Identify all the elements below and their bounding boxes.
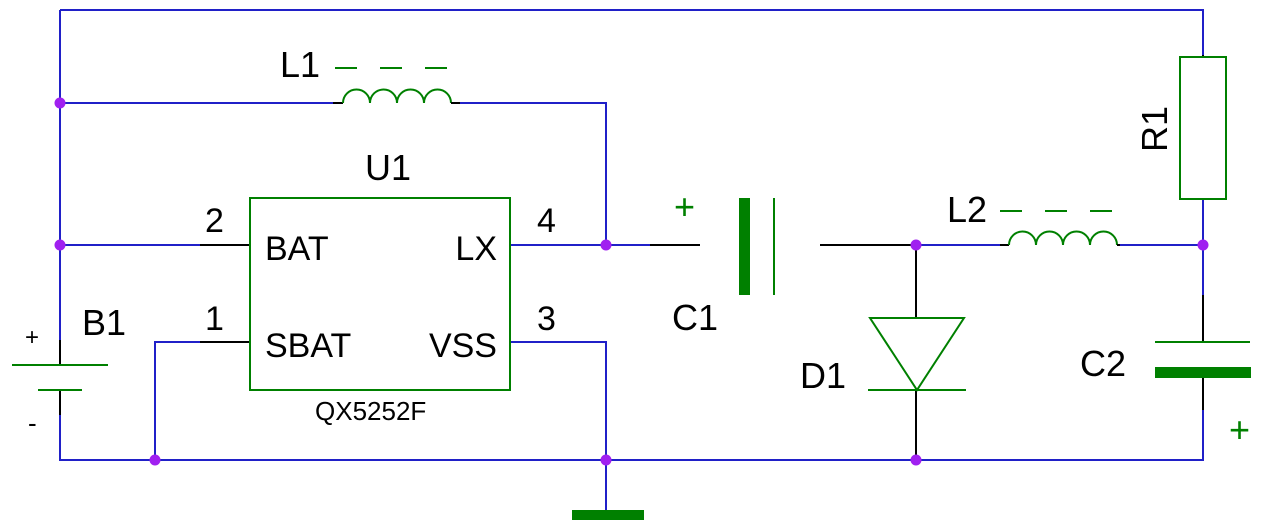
inductor-l1-coil: [342, 88, 452, 104]
pin-name-vss: VSS: [429, 327, 497, 365]
junction-dot: [910, 239, 922, 251]
capacitor-c2: C2 +: [1080, 341, 1251, 450]
junction-dot: [54, 239, 66, 251]
wire-sbat-pin: [154, 341, 200, 460]
resistor-r1: R1: [1134, 56, 1227, 200]
pin-number-sbat: 1: [205, 300, 224, 338]
ic-u1-ref: U1: [365, 147, 411, 188]
battery-b1-plus-sign: +: [25, 324, 39, 351]
wire-bottom-rail: [59, 410, 1204, 461]
capacitor-c1: + C1: [672, 186, 775, 338]
inductor-l2-coil: [1008, 230, 1118, 246]
battery-b1-minus-sign: -: [28, 408, 37, 438]
wire-l1-right: [455, 102, 607, 245]
capacitor-c1-plus-sign: +: [674, 186, 695, 227]
capacitor-c2-plus-sign: +: [1229, 409, 1250, 450]
battery-b1-label: B1: [82, 302, 126, 343]
battery-b1: + - B1: [12, 302, 126, 438]
junctions: [54, 97, 1209, 466]
pin-name-sbat: SBAT: [265, 327, 351, 365]
leads: [59, 55, 1204, 460]
inductor-l1: L1: [280, 44, 460, 104]
junction-dot: [149, 454, 161, 466]
pin-number-lx: 4: [537, 202, 556, 240]
junction-dot: [54, 97, 66, 109]
wire-top-loop: [60, 9, 1204, 55]
ic-u1-part-number: QX5252F: [315, 396, 426, 426]
junction-dot: [1197, 239, 1209, 251]
pin-number-vss: 3: [537, 300, 556, 338]
inductor-l2: L2: [947, 189, 1120, 246]
capacitor-c2-label: C2: [1080, 343, 1126, 384]
resistor-r1-label: R1: [1134, 106, 1175, 152]
capacitor-c1-positive-plate: [739, 198, 750, 295]
junction-dot: [600, 454, 612, 466]
ground-symbol: [572, 510, 644, 520]
inductor-l1-label: L1: [280, 44, 320, 85]
pin-name-bat: BAT: [265, 230, 329, 268]
resistor-r1-body: [1179, 56, 1227, 200]
pin-number-bat: 2: [205, 202, 224, 240]
pin-name-lx: LX: [455, 230, 497, 268]
diode-d1: D1: [800, 317, 966, 396]
diode-d1-triangle: [868, 317, 966, 392]
inductor-l2-label: L2: [947, 189, 987, 230]
capacitor-c2-positive-plate: [1155, 367, 1251, 378]
wires: [59, 9, 1204, 510]
junction-dot: [910, 454, 922, 466]
junction-dot: [600, 239, 612, 251]
diode-d1-label: D1: [800, 355, 846, 396]
ic-u1-body: [249, 197, 511, 391]
wire-vss-pin: [510, 341, 607, 460]
capacitor-c1-label: C1: [672, 297, 718, 338]
ic-u1: U1 QX5252F 2 1 4 3 BAT SBAT LX VSS: [205, 147, 556, 426]
